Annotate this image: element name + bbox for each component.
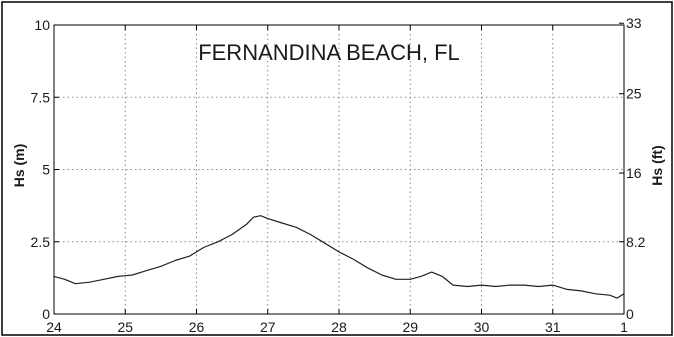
y-tick-label-right: 0 — [626, 306, 634, 322]
y-axis-label-left: Hs (m) — [11, 144, 27, 188]
y-tick-label-right: 33 — [626, 15, 642, 31]
y-tick-label-right: 25 — [626, 86, 642, 102]
data-line-layer — [53, 215, 625, 299]
x-tick-label: 24 — [46, 319, 62, 335]
y-axis-label-right: Hs (ft) — [649, 145, 665, 185]
y-tick-label-left: 2.5 — [31, 234, 51, 250]
y-tick-label-left: 5 — [42, 162, 50, 178]
x-tick-label: 26 — [189, 319, 205, 335]
x-tick-label: 1 — [620, 319, 628, 335]
chart-title: FERNANDINA BEACH, FL — [198, 40, 460, 65]
wave-height-series-line — [53, 215, 625, 299]
axis-ticks — [53, 22, 625, 315]
y-tick-label-left: 7.5 — [31, 89, 51, 105]
grid-lines — [54, 25, 624, 314]
y-tick-label-right: 8.2 — [626, 234, 646, 250]
x-tick-label: 27 — [260, 319, 276, 335]
y-tick-label-left: 10 — [34, 17, 50, 33]
y-tick-label-right: 16 — [626, 165, 642, 181]
x-tick-label: 29 — [402, 319, 418, 335]
x-tick-label: 28 — [331, 319, 347, 335]
x-tick-label: 30 — [474, 319, 490, 335]
y-tick-label-left: 0 — [42, 306, 50, 322]
x-tick-label: 31 — [545, 319, 561, 335]
x-tick-label: 25 — [117, 319, 133, 335]
